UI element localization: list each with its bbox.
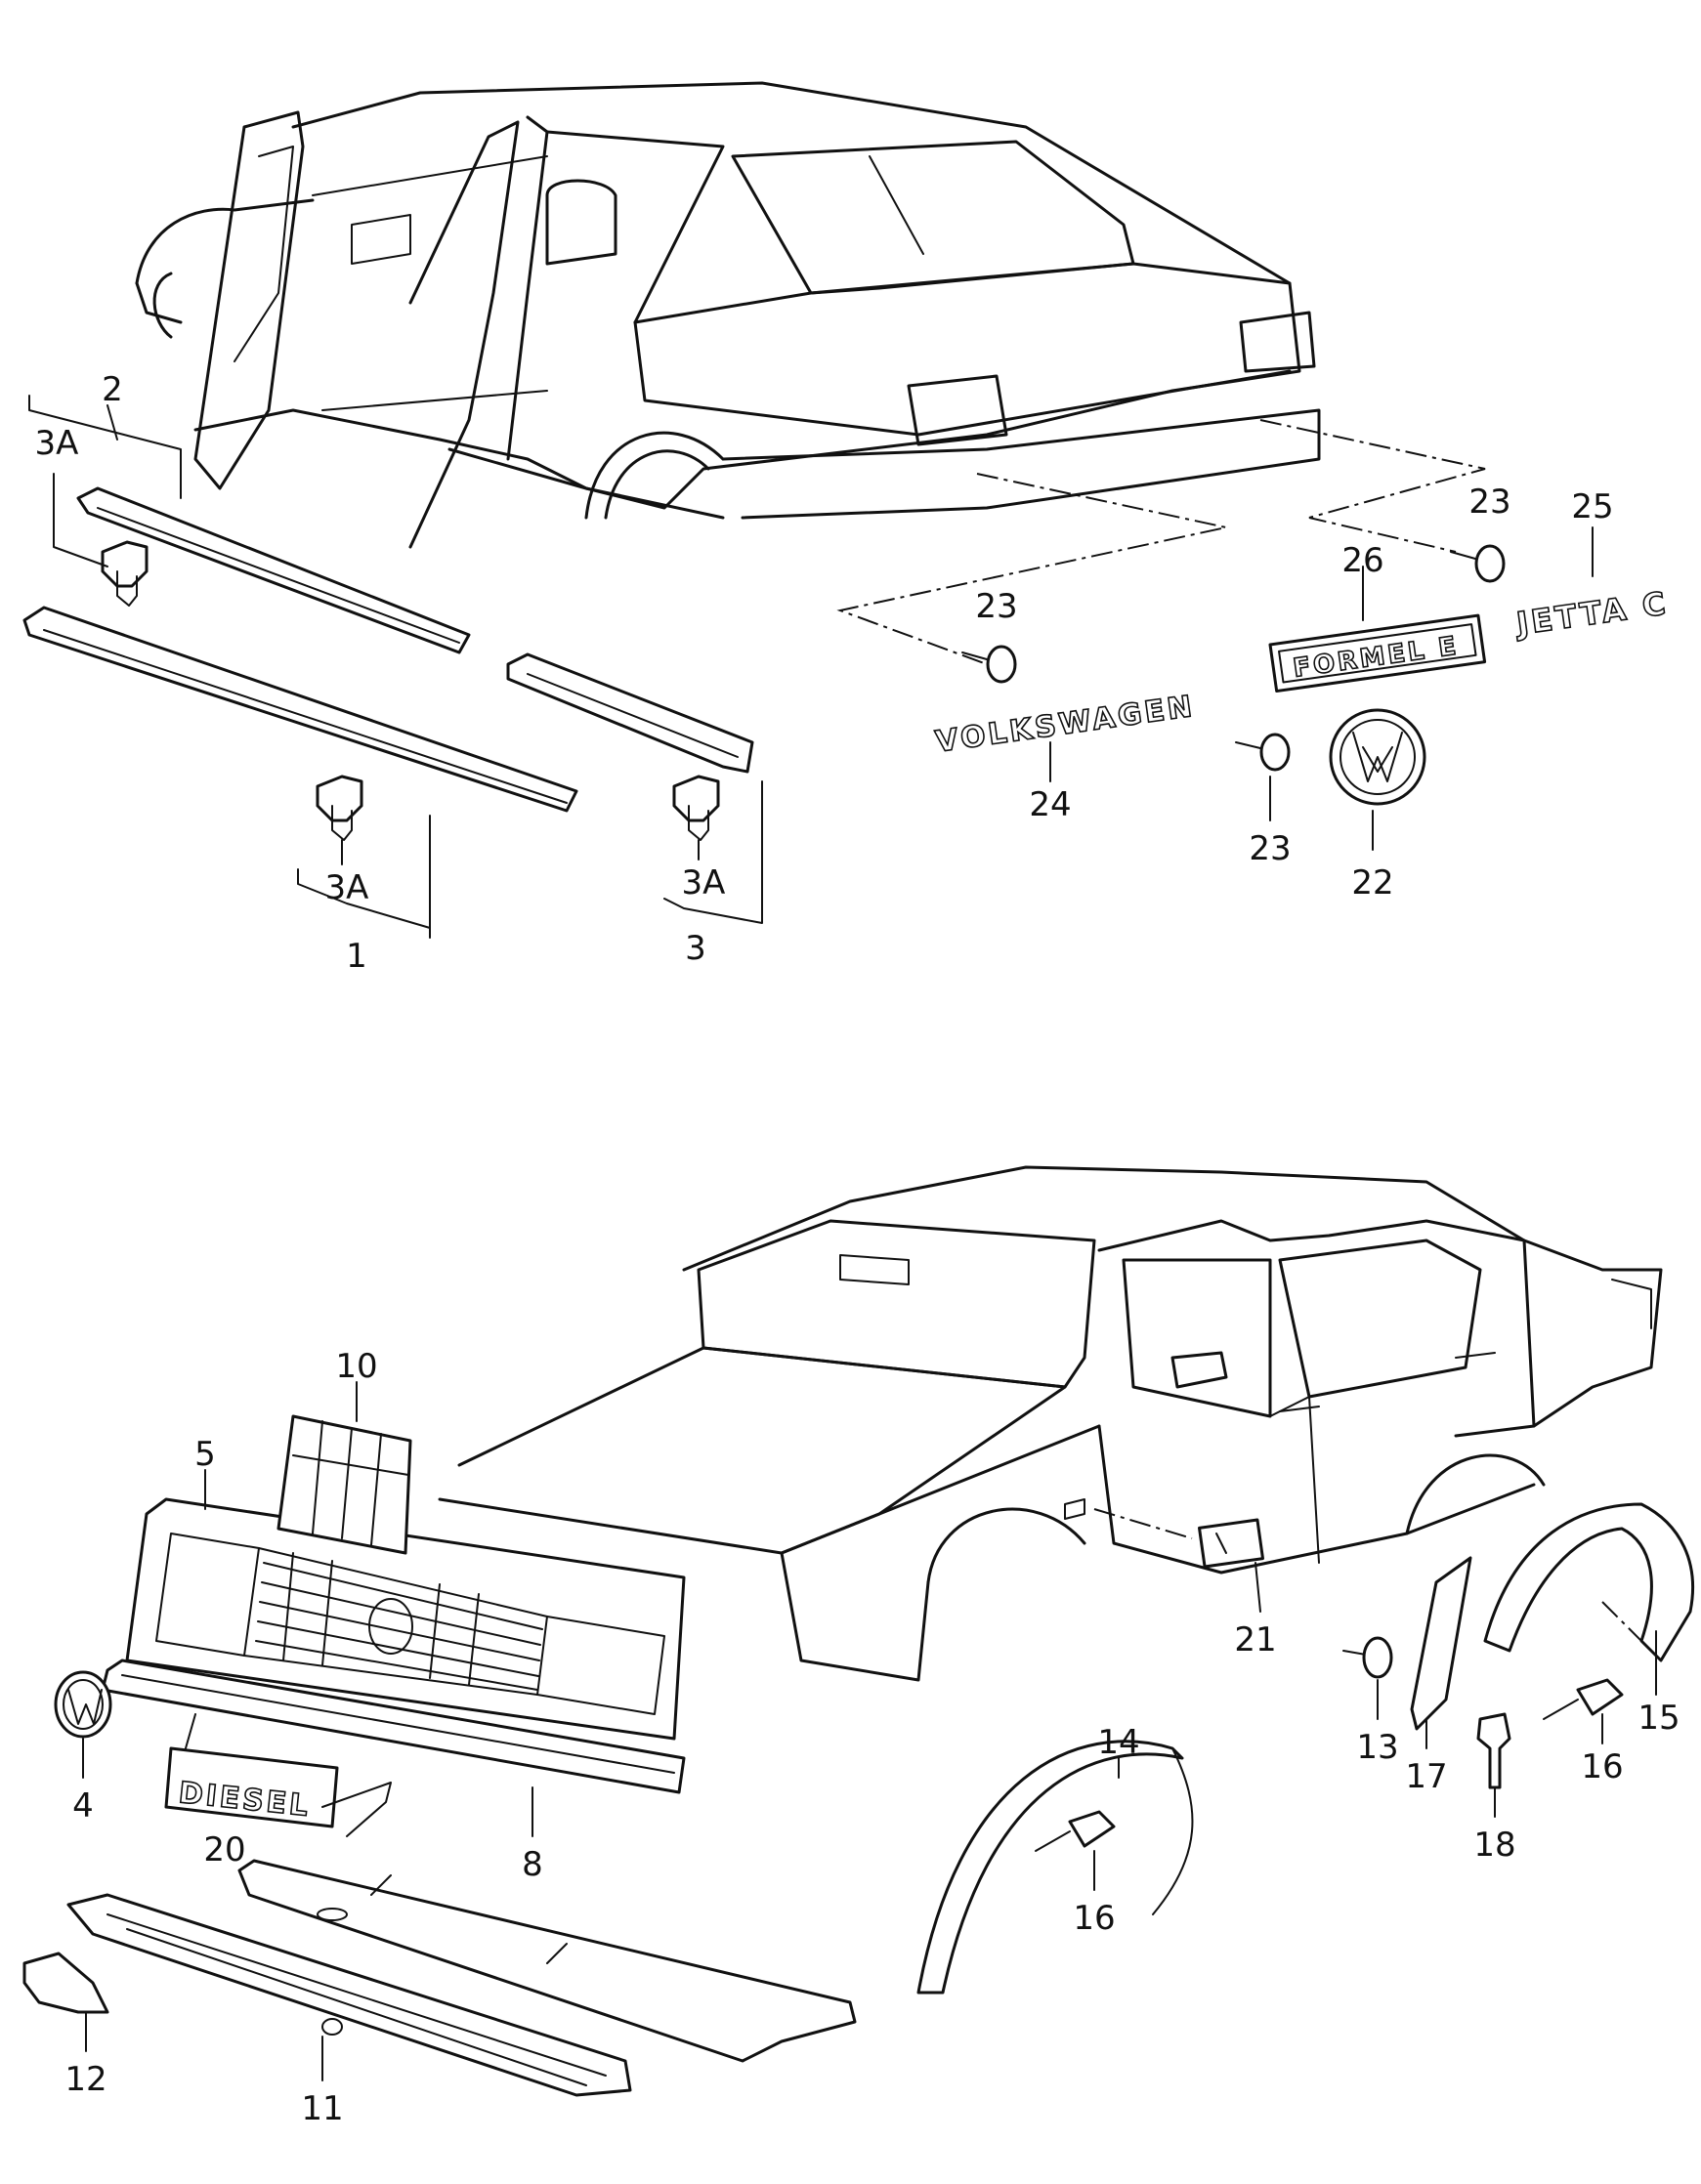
badge-volkswagen: VOLKSWAGEN bbox=[933, 689, 1198, 760]
callout-11: 11 bbox=[301, 2089, 343, 2128]
badge-jetta-text: JETTA C bbox=[1512, 584, 1671, 643]
callout-1: 1 bbox=[346, 937, 367, 976]
rivet-16-front bbox=[1035, 1810, 1116, 1852]
callout-10: 10 bbox=[335, 1347, 377, 1386]
callout-20: 20 bbox=[203, 1830, 245, 1869]
screw-23-b bbox=[1450, 544, 1506, 583]
callout-5: 5 bbox=[194, 1435, 216, 1474]
vw-emblem-22 bbox=[1329, 708, 1426, 806]
callout-18: 18 bbox=[1473, 1826, 1515, 1865]
bracket-3 bbox=[663, 780, 763, 924]
callout-3: 3 bbox=[685, 929, 706, 968]
callout-23-c: 23 bbox=[1249, 829, 1291, 868]
callout-2: 2 bbox=[102, 370, 123, 409]
callout-3a-right: 3A bbox=[682, 863, 726, 903]
callout-15: 15 bbox=[1637, 1699, 1680, 1738]
fuel-door-marker bbox=[1064, 1498, 1085, 1520]
callout-16-rear: 16 bbox=[1581, 1747, 1623, 1786]
callout-3a-mid: 3A bbox=[325, 868, 369, 907]
leader-3a-top bbox=[53, 473, 108, 567]
screw-23-a bbox=[961, 645, 1017, 684]
spoiler-upper bbox=[237, 1859, 857, 2063]
clip-3a-mid bbox=[316, 775, 363, 841]
panel-10 bbox=[276, 1414, 412, 1555]
callout-25: 25 bbox=[1571, 487, 1613, 526]
fastener-13 bbox=[1342, 1636, 1393, 1679]
callout-17: 17 bbox=[1405, 1757, 1447, 1796]
clip-3a-top bbox=[101, 540, 149, 607]
badge-jetta: JETTA C bbox=[1511, 583, 1671, 643]
sill-trim-parts bbox=[22, 486, 754, 813]
callout-4: 4 bbox=[72, 1786, 94, 1826]
callout-23-a: 23 bbox=[975, 587, 1017, 626]
bracket-2 bbox=[28, 395, 182, 499]
callout-8: 8 bbox=[522, 1845, 543, 1884]
grille-5 bbox=[125, 1497, 686, 1741]
fuel-door-21 bbox=[1093, 1508, 1264, 1613]
rivet-16-rear bbox=[1543, 1678, 1624, 1720]
front-spoiler-11 bbox=[66, 1893, 632, 2097]
mudflap-17 bbox=[1410, 1556, 1472, 1731]
callout-21: 21 bbox=[1234, 1620, 1276, 1659]
callout-3a-top: 3A bbox=[35, 424, 79, 463]
dash-line-24 bbox=[836, 473, 1227, 665]
callout-13: 13 bbox=[1356, 1728, 1398, 1767]
clip-3a-right bbox=[672, 775, 720, 841]
clip-18 bbox=[1476, 1712, 1511, 1789]
vw-emblem-4 bbox=[54, 1670, 112, 1739]
callout-12: 12 bbox=[64, 2060, 106, 2099]
wheel-liner-14 bbox=[916, 1740, 1194, 1995]
dash-line-25 bbox=[1259, 419, 1486, 553]
badge-formel-e: FORMEL E bbox=[1268, 613, 1487, 693]
screw-23-c bbox=[1235, 733, 1291, 772]
front-view-car bbox=[438, 1165, 1663, 1682]
callout-24: 24 bbox=[1029, 785, 1071, 824]
rear-view-car bbox=[135, 81, 1321, 549]
callout-22: 22 bbox=[1351, 863, 1393, 903]
callout-16-front: 16 bbox=[1073, 1899, 1115, 1938]
bracket-12 bbox=[22, 1952, 109, 2014]
callout-26: 26 bbox=[1341, 541, 1383, 580]
wheel-liner-15 bbox=[1483, 1502, 1695, 1662]
badge-volkswagen-text: VOLKSWAGEN bbox=[933, 690, 1197, 760]
bracket-1 bbox=[297, 815, 431, 939]
callout-23-b: 23 bbox=[1468, 483, 1510, 522]
callout-14: 14 bbox=[1097, 1723, 1139, 1762]
leader-2 bbox=[106, 404, 118, 441]
